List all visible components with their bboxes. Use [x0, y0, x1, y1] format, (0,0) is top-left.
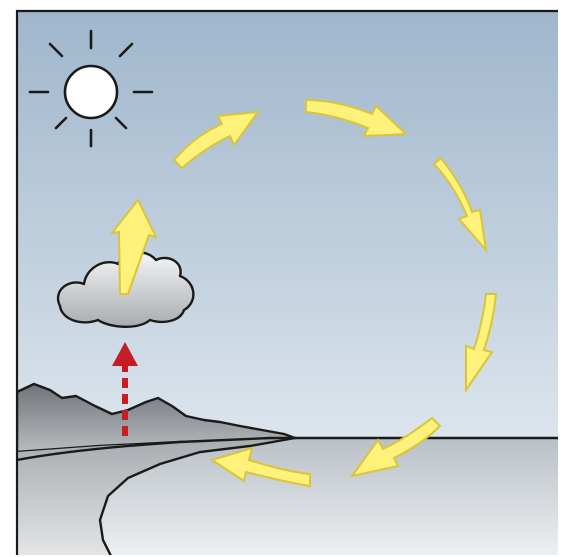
sun-disc	[65, 66, 117, 118]
